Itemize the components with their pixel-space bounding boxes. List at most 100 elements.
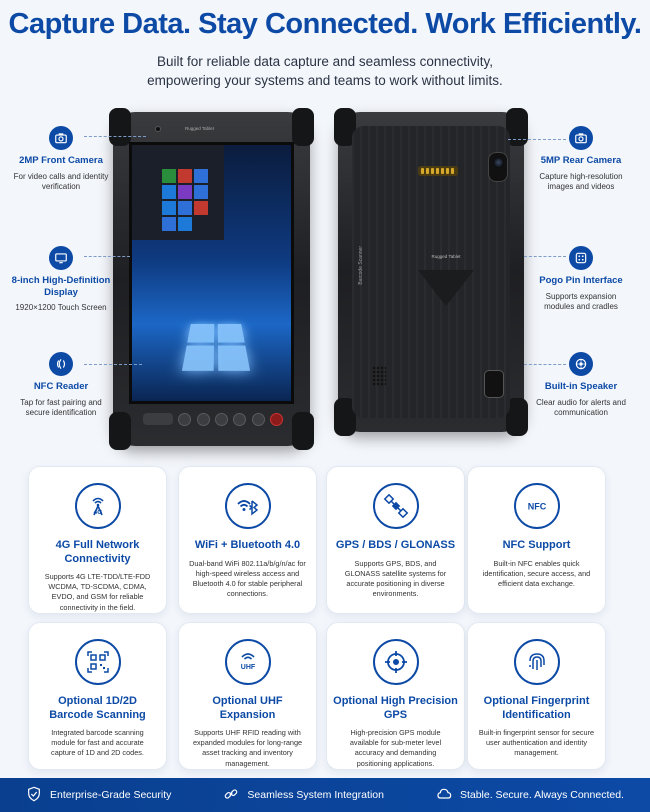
connector-line <box>508 139 566 140</box>
footer-label: Stable. Secure. Always Connected. <box>459 789 624 801</box>
card-description: Built-in fingerprint sensor for secure u… <box>478 728 595 758</box>
hardware-button <box>233 412 247 426</box>
footer-item-connected: Stable. Secure. Always Connected. <box>436 786 624 805</box>
page-headline: Capture Data. Stay Connected. Work Effic… <box>8 8 642 40</box>
feature-description: Supports expansion modules and cradles <box>544 291 618 312</box>
card-description: Built-in NFC enables quick identificatio… <box>482 558 591 588</box>
feature-description: 1920×1200 Touch Screen <box>15 303 107 312</box>
card-title: Optional UHF Expansion <box>212 695 283 721</box>
4g-signal-icon: 4G <box>74 483 121 529</box>
card-title: 4G Full Network Connectivity <box>55 539 140 565</box>
page-subheadline: Built for reliable data capture and seam… <box>60 52 590 90</box>
barcode-icon <box>74 639 121 685</box>
camera-icon <box>569 126 593 150</box>
footer-label: Seamless System Integration <box>247 789 384 801</box>
power-button <box>269 412 283 426</box>
bumper-corner <box>292 412 314 450</box>
display-icon <box>49 246 73 270</box>
subheadline-line-2: empowering your systems and teams to wor… <box>147 73 503 88</box>
card-description: Dual-band WiFi 802.11a/b/g/n/ac for high… <box>189 558 306 599</box>
uhf-icon: UHF <box>224 639 271 685</box>
feature-front-camera: 2MP Front Camera For video calls and ide… <box>11 126 111 193</box>
feature-title: 8-inch High-Definition Display <box>11 275 111 298</box>
bumper-corner <box>109 108 131 146</box>
link-icon <box>223 786 239 805</box>
4g-icon-label: 4G <box>93 509 102 516</box>
bumper-corner <box>109 412 131 450</box>
target-icon <box>372 639 419 685</box>
nfc-icon: NFC <box>513 483 560 529</box>
bumper-corner <box>506 108 528 146</box>
bumper-corner <box>334 398 356 436</box>
connector-line <box>84 136 146 137</box>
feature-description: For video calls and identity verificatio… <box>13 171 109 192</box>
feature-description: Tap for fast pairing and secure identifi… <box>20 397 102 418</box>
tablet-back-image: Rugged Tablet Barcode Scanner <box>334 108 528 436</box>
nfc-icon <box>49 352 73 376</box>
hardware-button <box>178 412 192 426</box>
feature-display: 8-inch High-Definition Display 1920×1200… <box>11 246 111 314</box>
start-menu-panel <box>132 145 224 240</box>
hardware-button <box>214 412 228 426</box>
brand-badge <box>418 270 474 306</box>
card-description: Integrated barcode scanning module for f… <box>51 728 144 758</box>
back-brand-label: Rugged Tablet <box>431 254 461 259</box>
card-wifi-bluetooth: WiFi + Bluetooth 4.0 Dual-band WiFi 802.… <box>178 466 317 614</box>
tablet-screen <box>129 142 294 404</box>
card-description: Supports 4G LTE-TDD/LTE-FDD WCDMA, TD-SC… <box>44 572 151 612</box>
hardware-button <box>196 412 210 426</box>
fingerprint-icon <box>513 639 560 685</box>
connector-line <box>524 256 566 257</box>
tablet-front-image: Rugged Tablet <box>109 108 314 450</box>
card-title: Optional Fingerprint Identification <box>483 695 590 721</box>
card-title: NFC Support <box>502 539 571 551</box>
cloud-icon <box>436 786 452 805</box>
feature-description: Clear audio for alerts and communication <box>536 397 626 418</box>
back-panel: Rugged Tablet Barcode Scanner <box>352 126 510 418</box>
bumper-corner <box>292 108 314 146</box>
connector-line <box>84 364 142 365</box>
card-description: Supports GPS, BDS, and GLONASS satellite… <box>344 558 447 599</box>
footer-label: Enterprise-Grade Security <box>50 789 172 801</box>
uhf-icon-label: UHF <box>240 664 255 671</box>
wifi-bluetooth-icon <box>224 483 271 529</box>
feature-title: Built-in Speaker <box>544 381 618 392</box>
feature-title: NFC Reader <box>33 381 89 392</box>
footer-item-integration: Seamless System Integration <box>223 786 384 805</box>
card-uhf: UHF Optional UHF Expansion Supports UHF … <box>178 622 317 770</box>
card-title: Optional High Precision GPS <box>333 695 458 721</box>
barcode-scanner-label: Barcode Scanner <box>358 246 364 285</box>
feature-speaker: Built-in Speaker Clear audio for alerts … <box>531 352 631 419</box>
card-description: Supports UHF RFID reading with expanded … <box>192 728 303 768</box>
satellite-icon <box>372 483 419 529</box>
connector-line <box>84 256 130 257</box>
rear-camera-lens <box>488 152 508 182</box>
windows-logo <box>181 324 251 371</box>
hardware-button <box>251 412 265 426</box>
front-camera-lens <box>155 126 161 132</box>
feature-title: Pogo Pin Interface <box>539 275 623 286</box>
bumper-corner <box>506 398 528 436</box>
connector-line <box>524 364 566 365</box>
front-brand-label: Rugged Tablet <box>185 126 214 131</box>
card-high-precision-gps: Optional High Precision GPS High-precisi… <box>326 622 465 770</box>
feature-title: 5MP Rear Camera <box>540 155 622 166</box>
card-nfc: NFC NFC Support Built-in NFC enables qui… <box>467 466 606 614</box>
feature-pogo-pin: Pogo Pin Interface Supports expansion mo… <box>531 246 631 313</box>
pogo-pin-connector <box>418 166 458 176</box>
nfc-area <box>143 413 173 425</box>
card-title: GPS / BDS / GLONASS <box>335 539 456 551</box>
nfc-icon-label: NFC <box>527 502 546 512</box>
shield-icon <box>26 786 42 805</box>
card-fingerprint: Optional Fingerprint Identification Buil… <box>467 622 606 770</box>
feature-nfc-reader: NFC Reader Tap for fast pairing and secu… <box>11 352 111 419</box>
speaker-icon <box>569 352 593 376</box>
card-4g: 4G 4G Full Network Connectivity Supports… <box>28 466 167 614</box>
pogo-pin-icon <box>569 246 593 270</box>
fingerprint-sensor <box>484 370 504 398</box>
camera-icon <box>49 126 73 150</box>
feature-title: 2MP Front Camera <box>19 155 103 166</box>
card-title: WiFi + Bluetooth 4.0 <box>194 539 301 551</box>
subheadline-line-1: Built for reliable data capture and seam… <box>157 54 493 69</box>
front-button-row <box>143 410 283 428</box>
